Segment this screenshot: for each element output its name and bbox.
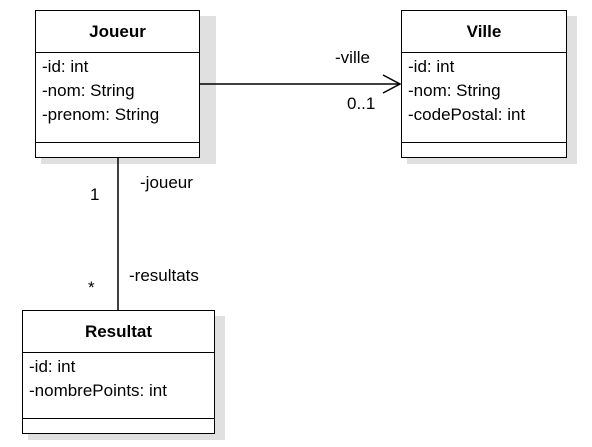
joueur-attribute: -prenom: String <box>42 105 160 124</box>
ville-role-label: -ville <box>335 48 370 67</box>
joueur-attribute: -nom: String <box>42 81 135 100</box>
resultat-class-name: Resultat <box>23 311 214 353</box>
joueur-multiplicity-label: 1 <box>90 185 100 204</box>
ville-attributes: -id: int -nom: String -codePostal: int <box>402 53 566 143</box>
ville-attribute: -nom: String <box>408 81 501 100</box>
resultat-attribute: -nombrePoints: int <box>29 381 167 400</box>
navigability-arrowhead <box>382 74 402 94</box>
joueur-class[interactable]: Joueur -id: int -nom: String -prenom: St… <box>35 10 200 158</box>
resultat-attributes: -id: int -nombrePoints: int <box>23 353 214 419</box>
joueur-attributes: -id: int -nom: String -prenom: String <box>36 53 199 143</box>
joueur-role-label: -joueur <box>140 173 193 192</box>
resultats-role-label: -resultats <box>129 266 199 285</box>
resultat-class[interactable]: Resultat -id: int -nombrePoints: int <box>22 310 215 434</box>
ville-class-name: Ville <box>402 11 566 53</box>
joueur-class-name: Joueur <box>36 11 199 53</box>
resultats-multiplicity-label: * <box>88 278 95 297</box>
ville-class[interactable]: Ville -id: int -nom: String -codePostal:… <box>401 10 567 158</box>
ville-attribute: -codePostal: int <box>408 105 526 124</box>
ville-multiplicity-label: 0..1 <box>347 94 376 113</box>
ville-attribute: -id: int <box>408 57 455 76</box>
joueur-attribute: -id: int <box>42 57 89 76</box>
resultat-attribute: -id: int <box>29 357 76 376</box>
